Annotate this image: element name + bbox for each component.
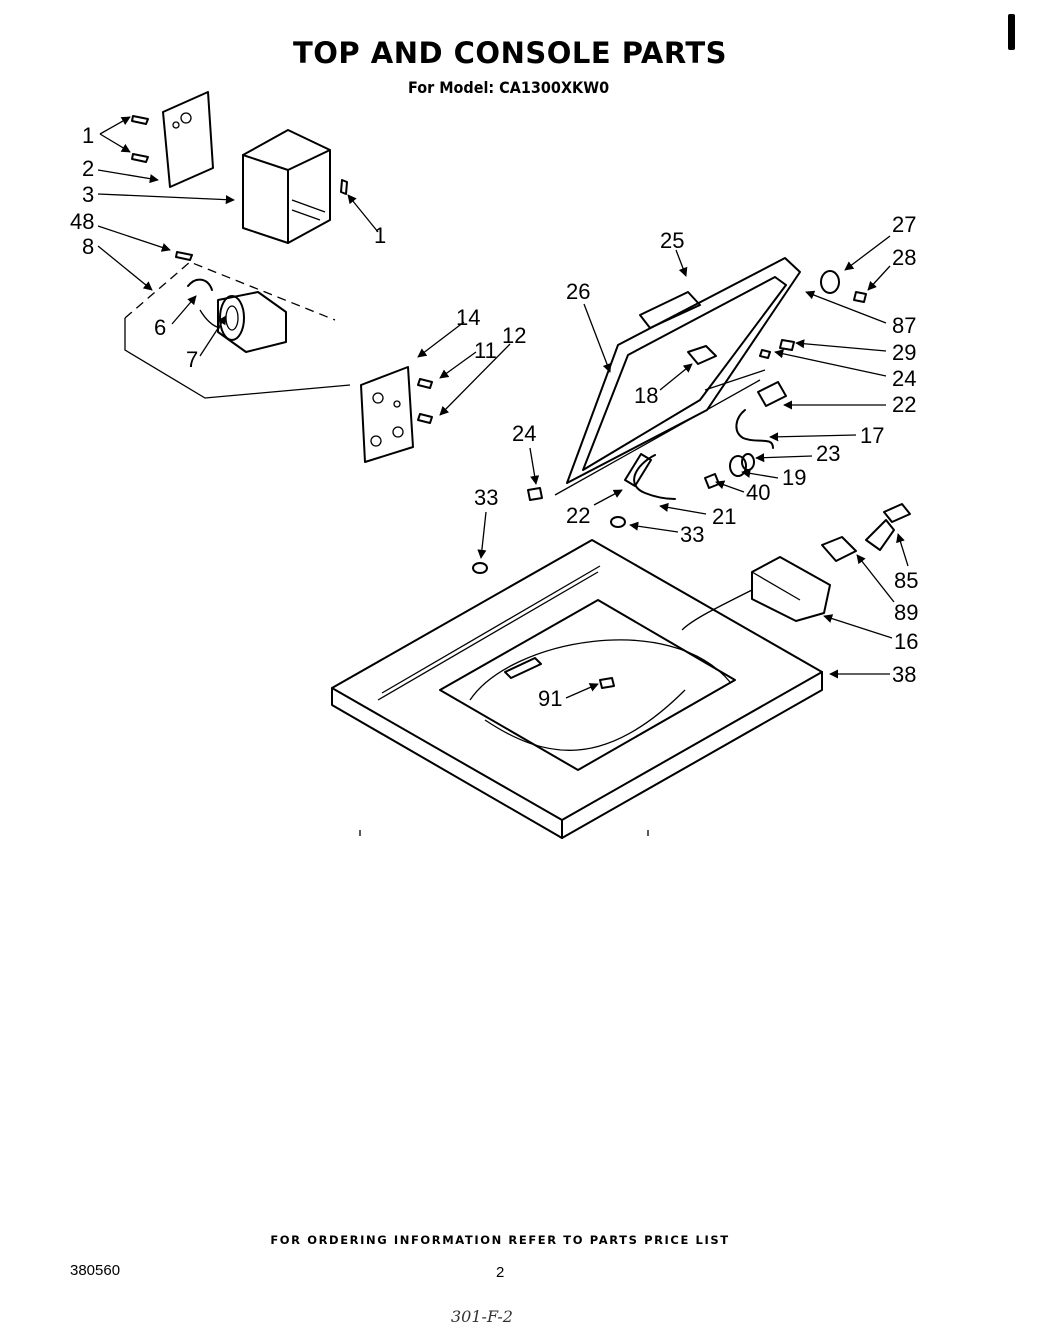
callout-label: 91 [538, 686, 562, 711]
callout-label: 2 [82, 156, 94, 181]
callout-label: 28 [892, 245, 916, 270]
lid-hinge-parts [757, 270, 867, 407]
callout-label: 24 [512, 421, 536, 446]
callout-label: 23 [816, 441, 840, 466]
callout-label: 7 [186, 347, 198, 372]
document-number: 380560 [70, 1262, 121, 1279]
callout-label: 14 [456, 305, 480, 330]
ordering-note: FOR ORDERING INFORMATION REFER TO PARTS … [270, 1233, 730, 1247]
callout-label: 22 [892, 392, 916, 417]
back-panel-part [162, 91, 214, 188]
callout-label: 38 [892, 662, 916, 687]
callout-label: 16 [894, 629, 918, 654]
callout-labels: 1 2 3 1 48 8 6 7 14 11 12 25 26 27 28 87… [70, 123, 918, 711]
callout-label: 48 [70, 209, 94, 234]
plug-parts [472, 516, 626, 574]
lid-switch-parts [527, 409, 774, 501]
callout-label: 85 [894, 568, 918, 593]
callout-label: 1 [82, 123, 94, 148]
callout-label: 19 [782, 465, 806, 490]
model-subtitle: For Model: CA1300XKW0 [408, 78, 610, 97]
callout-label: 40 [746, 480, 770, 505]
panel-screws [131, 115, 348, 261]
callout-label: 18 [634, 383, 658, 408]
callout-label: 8 [82, 234, 94, 259]
callout-label: 12 [502, 323, 526, 348]
callout-label: 29 [892, 340, 916, 365]
callout-label: 24 [892, 366, 916, 391]
callout-label: 17 [860, 423, 884, 448]
callout-label: 26 [566, 279, 590, 304]
callout-label: 1 [374, 223, 386, 248]
callout-label: 22 [566, 503, 590, 528]
callout-label: 3 [82, 182, 94, 207]
console-housing-part [242, 129, 331, 244]
page-number: 2 [496, 1264, 505, 1281]
callout-label: 27 [892, 212, 916, 237]
callout-label: 25 [660, 228, 684, 253]
control-switch-parts [681, 503, 911, 631]
washer-top-part [331, 539, 823, 839]
mounting-plate-part [360, 366, 433, 463]
callout-label: 11 [474, 338, 497, 363]
callout-label: 87 [892, 313, 916, 338]
callout-label: 89 [894, 600, 918, 625]
callout-label: 33 [680, 522, 704, 547]
callout-label: 6 [154, 315, 166, 340]
callout-label: 21 [712, 504, 736, 529]
page-title: TOP AND CONSOLE PARTS [292, 36, 728, 70]
leader-lines [97, 116, 909, 699]
handwritten-note: 301-F-2 [451, 1307, 513, 1326]
corner-mark [1008, 14, 1015, 50]
callout-label: 33 [474, 485, 498, 510]
